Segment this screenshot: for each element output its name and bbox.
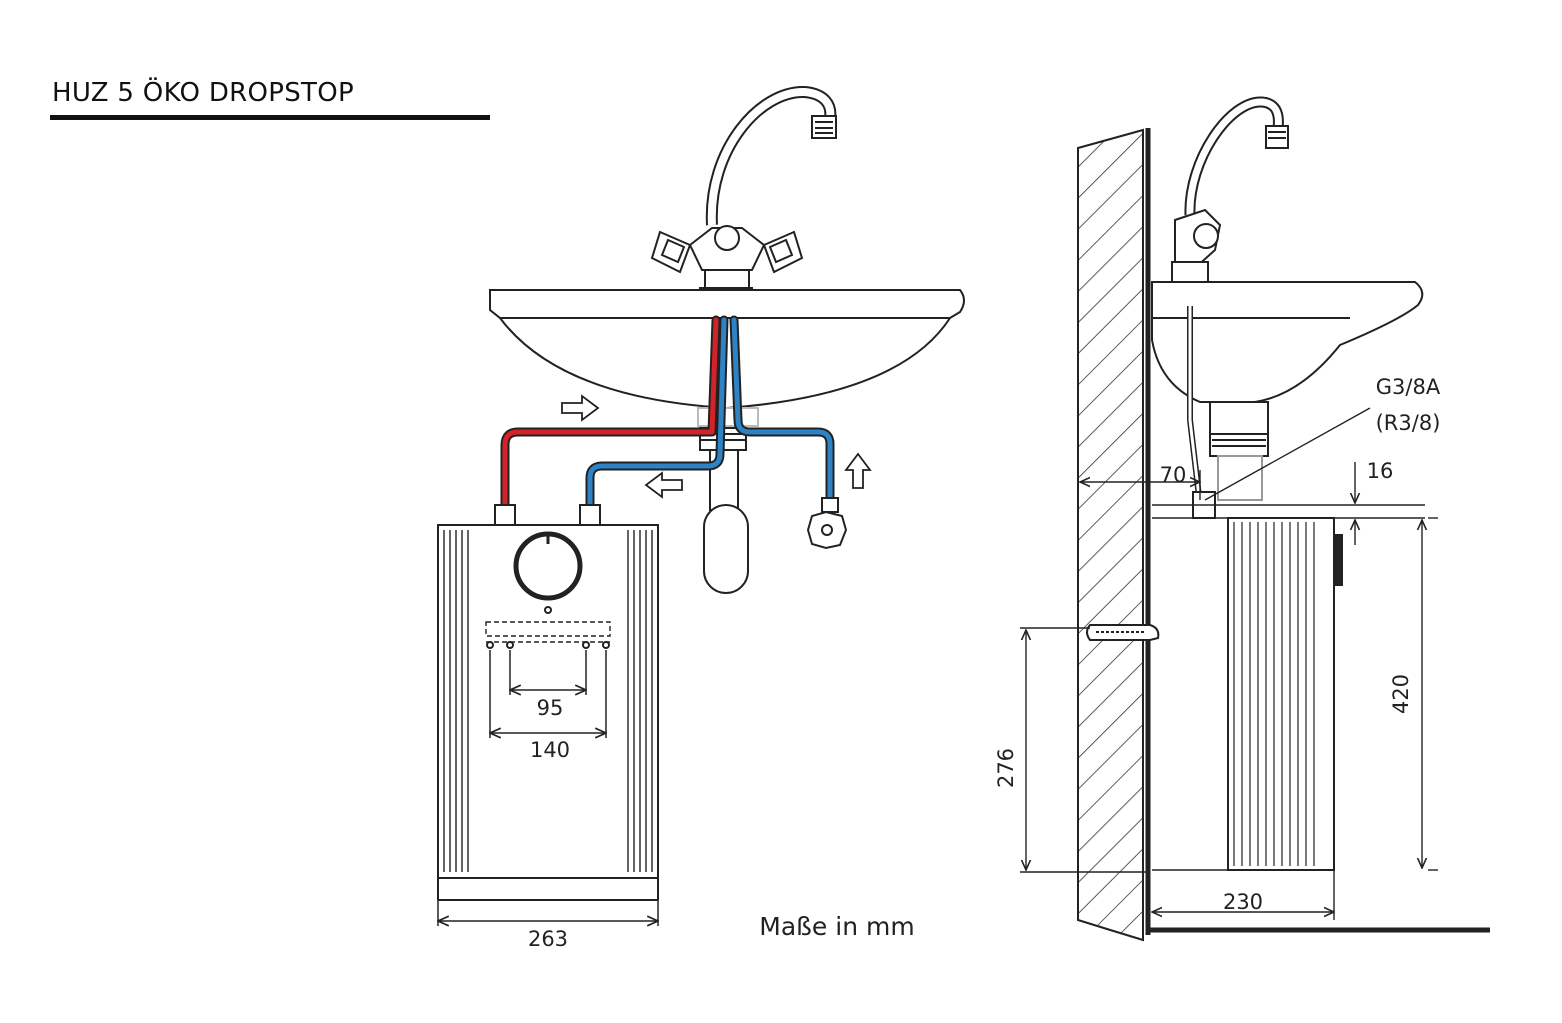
side-dimension-lines [1020, 407, 1438, 920]
side-view [1020, 96, 1490, 942]
title-underline [50, 115, 490, 120]
side-faucet [1169, 96, 1289, 307]
dim-gap: 16 [1367, 459, 1394, 483]
siphon [699, 427, 749, 594]
diagram-title: HUZ 5 ÖKO DROPSTOP [52, 78, 354, 108]
wall [1077, 128, 1144, 942]
pipes [500, 315, 835, 510]
side-heater [1152, 517, 1343, 871]
dim-mount-outer: 140 [530, 738, 570, 762]
angle-valve [806, 497, 848, 550]
units-note: Maße in mm [759, 912, 914, 941]
water-heater [437, 504, 659, 901]
front-view [437, 85, 965, 926]
thread-label-1: G3/8A [1376, 375, 1441, 399]
wall-anchor [1086, 624, 1160, 641]
dim-width: 263 [528, 927, 568, 951]
dim-depth: 230 [1223, 890, 1263, 914]
flow-arrows [561, 394, 872, 499]
dim-mount-inner: 95 [537, 696, 564, 720]
side-washbasin [1151, 281, 1424, 403]
front-dimension-lines [438, 650, 658, 926]
dim-height: 420 [1389, 674, 1413, 714]
dim-mount-height: 276 [994, 748, 1018, 788]
thread-label-2: (R3/8) [1376, 411, 1441, 435]
dim-wall-offset: 70 [1160, 463, 1187, 487]
faucet [650, 85, 837, 313]
